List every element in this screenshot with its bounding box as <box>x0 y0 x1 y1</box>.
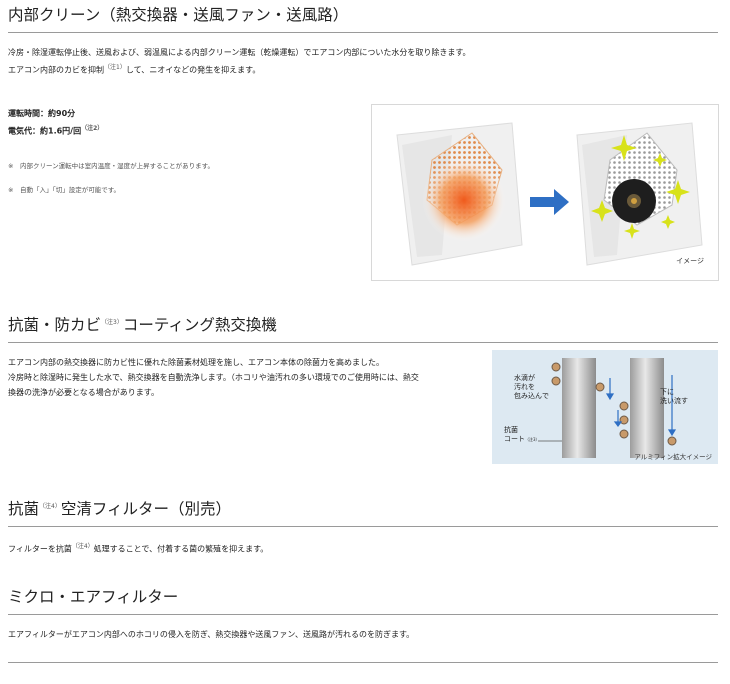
text-span: 空清フィルター（別売） <box>60 500 232 519</box>
paragraph-line: エアコン内部の熱交換器に防カビ性に優れた除菌素材処理を施し、エアコン本体の除菌力… <box>8 358 384 368</box>
diagram-label: 洗い流す <box>660 397 688 405</box>
text-span: エアコン内部のカビを抑制 <box>8 65 104 75</box>
section-filter: 抗菌（注4）空清フィルター（別売） フィルターを抗菌（注4）処理することで、付着… <box>8 496 718 557</box>
diagram-label-group: 水滴が 汚れを 包み込んで <box>514 374 549 401</box>
text-span: 電気代：約1.6円/回 <box>8 126 82 136</box>
diagram-label: 水滴が <box>514 374 535 382</box>
divider <box>8 342 718 344</box>
diagram-label: コート（注3） <box>504 435 540 444</box>
paragraph-line: エアフィルターがエアコン内部へのホコリの侵入を防ぎ、熱交換器や送風ファン、送風路… <box>8 630 415 639</box>
text-span: 処理することで、付着する菌の繁殖を抑えます。 <box>93 544 269 554</box>
text-span: コート <box>504 435 525 443</box>
note-line: ※ 自動「入」「切」設定が可能です。 <box>8 186 121 195</box>
fin-illustration <box>538 358 677 458</box>
section-title: 抗菌・防カビ（注3）コーティング熱交換機 <box>8 312 718 336</box>
text-span: フィルターを抗菌 <box>8 544 72 554</box>
divider <box>8 662 718 663</box>
spec-operating-time: 運転時間：約90分 <box>8 108 76 118</box>
spec-electricity-cost: 電気代：約1.6円/回（注2） <box>8 121 718 139</box>
diagram-label: 包み込んで <box>514 392 549 400</box>
diagram-label-group: 抗菌 コート（注3） <box>504 426 540 444</box>
diagram-label: 下に <box>660 388 674 396</box>
footnote-marker: （注3） <box>525 437 540 442</box>
paragraph-line: エアコン内部のカビを抑制（注1）して、ニオイなどの発生を抑えます。 <box>8 60 718 78</box>
image-caption: イメージ <box>676 257 704 265</box>
paragraph-line: 換器の洗浄が必要となる場合があります。 <box>8 388 159 398</box>
text-span: して、ニオイなどの発生を抑えます。 <box>125 65 261 75</box>
aluminum-fin-diagram: 水滴が 汚れを 包み込んで 下に 洗い流す 抗菌 コート（注3） アルミフィン拡… <box>492 350 718 464</box>
section-internal-clean: 内部クリーン（熱交換器・送風ファン・送風路） 冷房・除湿運転停止後、送風および、… <box>8 4 718 196</box>
divider <box>8 614 718 615</box>
heat-exchanger-illustration <box>396 122 703 266</box>
internal-clean-image: イメージ <box>371 104 719 281</box>
section-micro-filter: ミクロ・エアフィルター エアフィルターがエアコン内部へのホコリの侵入を防ぎ、熱交… <box>8 586 718 663</box>
section-antibacterial-coating: 抗菌・防カビ（注3）コーティング熱交換機 エアコン内部の熱交換器に防カビ性に優れ… <box>8 312 718 400</box>
arrow-icon <box>530 189 569 215</box>
footnote-marker: （注2） <box>81 124 104 132</box>
paragraph-line: 冷房時と除湿時に発生した水で、熱交換器を自動洗浄します。（ホコリや油汚れの多い環… <box>8 373 419 383</box>
divider <box>8 526 718 528</box>
footnote-marker: （注4） <box>39 503 61 510</box>
text-span: 抗菌 <box>8 500 40 519</box>
paragraph-line: フィルターを抗菌（注4）処理することで、付着する菌の繁殖を抑えます。 <box>8 539 718 557</box>
section-title: 抗菌（注4）空清フィルター（別売） <box>8 496 718 520</box>
note-line: ※ 内部クリーン運転中は室内温度・湿度が上昇することがあります。 <box>8 162 214 171</box>
diagram-label: 抗菌 <box>504 426 518 434</box>
footnote-marker: （注4） <box>71 543 94 551</box>
image-caption: アルミフィン拡大イメージ <box>634 453 712 461</box>
footnote-marker: （注3） <box>101 319 123 326</box>
diagram-label-group: 下に 洗い流す <box>660 388 688 406</box>
diagram-label: 汚れを <box>514 383 535 391</box>
section-title: ミクロ・エアフィルター <box>8 588 179 606</box>
footnote-marker: （注1） <box>104 64 126 71</box>
divider <box>8 32 718 33</box>
text-span: コーティング熱交換機 <box>122 316 277 335</box>
paragraph-line: 冷房・除湿運転停止後、送風および、弱温風による内部クリーン運転（乾燥運転）でエア… <box>8 48 471 57</box>
section-title: 内部クリーン（熱交換器・送風ファン・送風路） <box>8 6 349 24</box>
text-span: 抗菌・防カビ <box>8 316 102 335</box>
